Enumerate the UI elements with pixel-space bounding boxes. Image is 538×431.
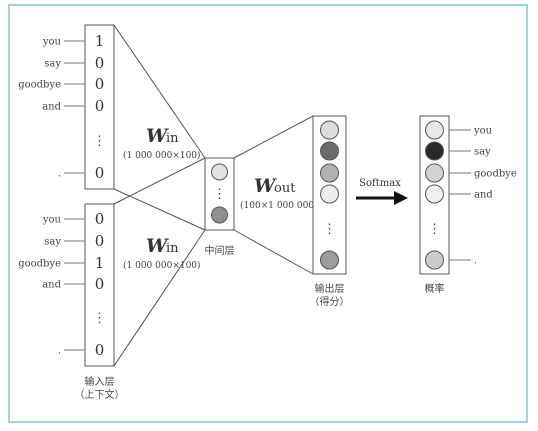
- arrow-head-icon: [394, 191, 408, 205]
- softmax-arrow: Softmax: [356, 178, 408, 205]
- probability-neuron: [425, 120, 444, 140]
- w-in-top-upper-edge: [113, 24, 206, 159]
- input-ellipsis: ⋮: [93, 311, 106, 326]
- output-neuron: [320, 141, 339, 161]
- w-in-bottom-lower-edge: [113, 229, 206, 367]
- input-value: 0: [95, 232, 105, 250]
- w-out-lower-edge: [233, 229, 314, 275]
- hidden-neuron: [211, 163, 228, 181]
- probability-word-label: and: [474, 190, 493, 201]
- probability-word-label: say: [474, 147, 491, 158]
- input-word-label: you: [42, 37, 62, 48]
- probability-layer: ⋮ you say goodbye and. 概率: [419, 115, 517, 295]
- w-in-symbol: W: [146, 235, 169, 257]
- softmax-label: Softmax: [359, 178, 401, 189]
- probability-word-label: .: [474, 256, 477, 267]
- w-in-top-lower-edge: [113, 188, 206, 231]
- input-word-label: .: [58, 346, 61, 357]
- w-in-dims: (1 000 000×100): [123, 260, 201, 271]
- hidden-neuron: [211, 206, 228, 224]
- probability-word-label: goodbye: [474, 169, 517, 180]
- output-layer: ⋮ 输出层 （得分）: [310, 115, 350, 308]
- output-neuron: [320, 163, 339, 183]
- diagram-frame: [8, 4, 528, 423]
- input-word-label: .: [58, 169, 61, 180]
- probability-neuron: [425, 163, 444, 183]
- input-value: 0: [95, 54, 105, 72]
- w-out-upper-edge: [233, 115, 314, 159]
- input-vector-bottom: you 0 say 0 goodbye 1 and 0. 0 ⋮: [18, 203, 115, 367]
- output-neuron: [320, 184, 339, 204]
- input-ellipsis: ⋮: [93, 134, 106, 149]
- output-layer-label: 输出层: [315, 282, 345, 295]
- w-in-subscript: in: [166, 131, 179, 146]
- input-word-label: goodbye: [18, 259, 61, 270]
- input-value: 0: [95, 341, 105, 359]
- output-ellipsis: ⋮: [323, 222, 336, 237]
- output-neuron: [320, 120, 339, 140]
- input-value: 0: [95, 97, 105, 115]
- input-word-label: say: [44, 237, 61, 248]
- input-value: 0: [95, 164, 105, 182]
- output-neuron: [320, 250, 339, 270]
- hidden-layer: ⋮ 中间层: [204, 157, 235, 257]
- input-word-label: goodbye: [18, 80, 61, 91]
- w-in-label-bottom: W in (1 000 000×100): [123, 235, 201, 271]
- output-layer-sublabel: （得分）: [310, 296, 350, 308]
- input-value: 0: [95, 75, 105, 93]
- input-box-top: [84, 24, 115, 190]
- w-in-symbol: W: [146, 125, 169, 147]
- probability-label: 概率: [425, 282, 445, 295]
- input-value: 0: [95, 210, 105, 228]
- input-value: 1: [95, 32, 105, 50]
- input-word-label: and: [42, 280, 61, 291]
- input-word-label: you: [42, 215, 62, 226]
- w-out-label: W out (100×1 000 000): [240, 175, 318, 211]
- probability-word-label: you: [473, 126, 493, 137]
- w-out-dims: (100×1 000 000): [240, 200, 318, 211]
- connection-lines: [113, 24, 314, 367]
- input-word-label: and: [42, 102, 61, 113]
- input-layer-label: 输入层: [85, 375, 115, 388]
- input-layer-sublabel: （上下文）: [75, 388, 125, 401]
- input-vector-top: you 1 say 0 goodbye 0 and 0. 0 ⋮: [18, 24, 115, 190]
- w-in-dims: (1 000 000×100): [123, 150, 201, 161]
- hidden-layer-label: 中间层: [205, 244, 235, 257]
- w-out-symbol: W: [254, 175, 277, 197]
- input-word-label: say: [44, 59, 61, 70]
- w-out-subscript: out: [274, 181, 296, 196]
- probability-neuron: [425, 184, 444, 204]
- input-box-bottom: [84, 203, 115, 367]
- input-value: 1: [95, 254, 105, 272]
- hidden-ellipsis: ⋮: [213, 187, 226, 202]
- input-value: 0: [95, 275, 105, 293]
- w-in-subscript: in: [166, 241, 179, 256]
- w-in-label-top: W in (1 000 000×100): [123, 125, 201, 161]
- probability-neuron: [425, 250, 444, 270]
- probability-ellipsis: ⋮: [428, 222, 441, 237]
- w-in-bottom-upper-edge: [113, 157, 206, 205]
- probability-neuron: [425, 141, 444, 161]
